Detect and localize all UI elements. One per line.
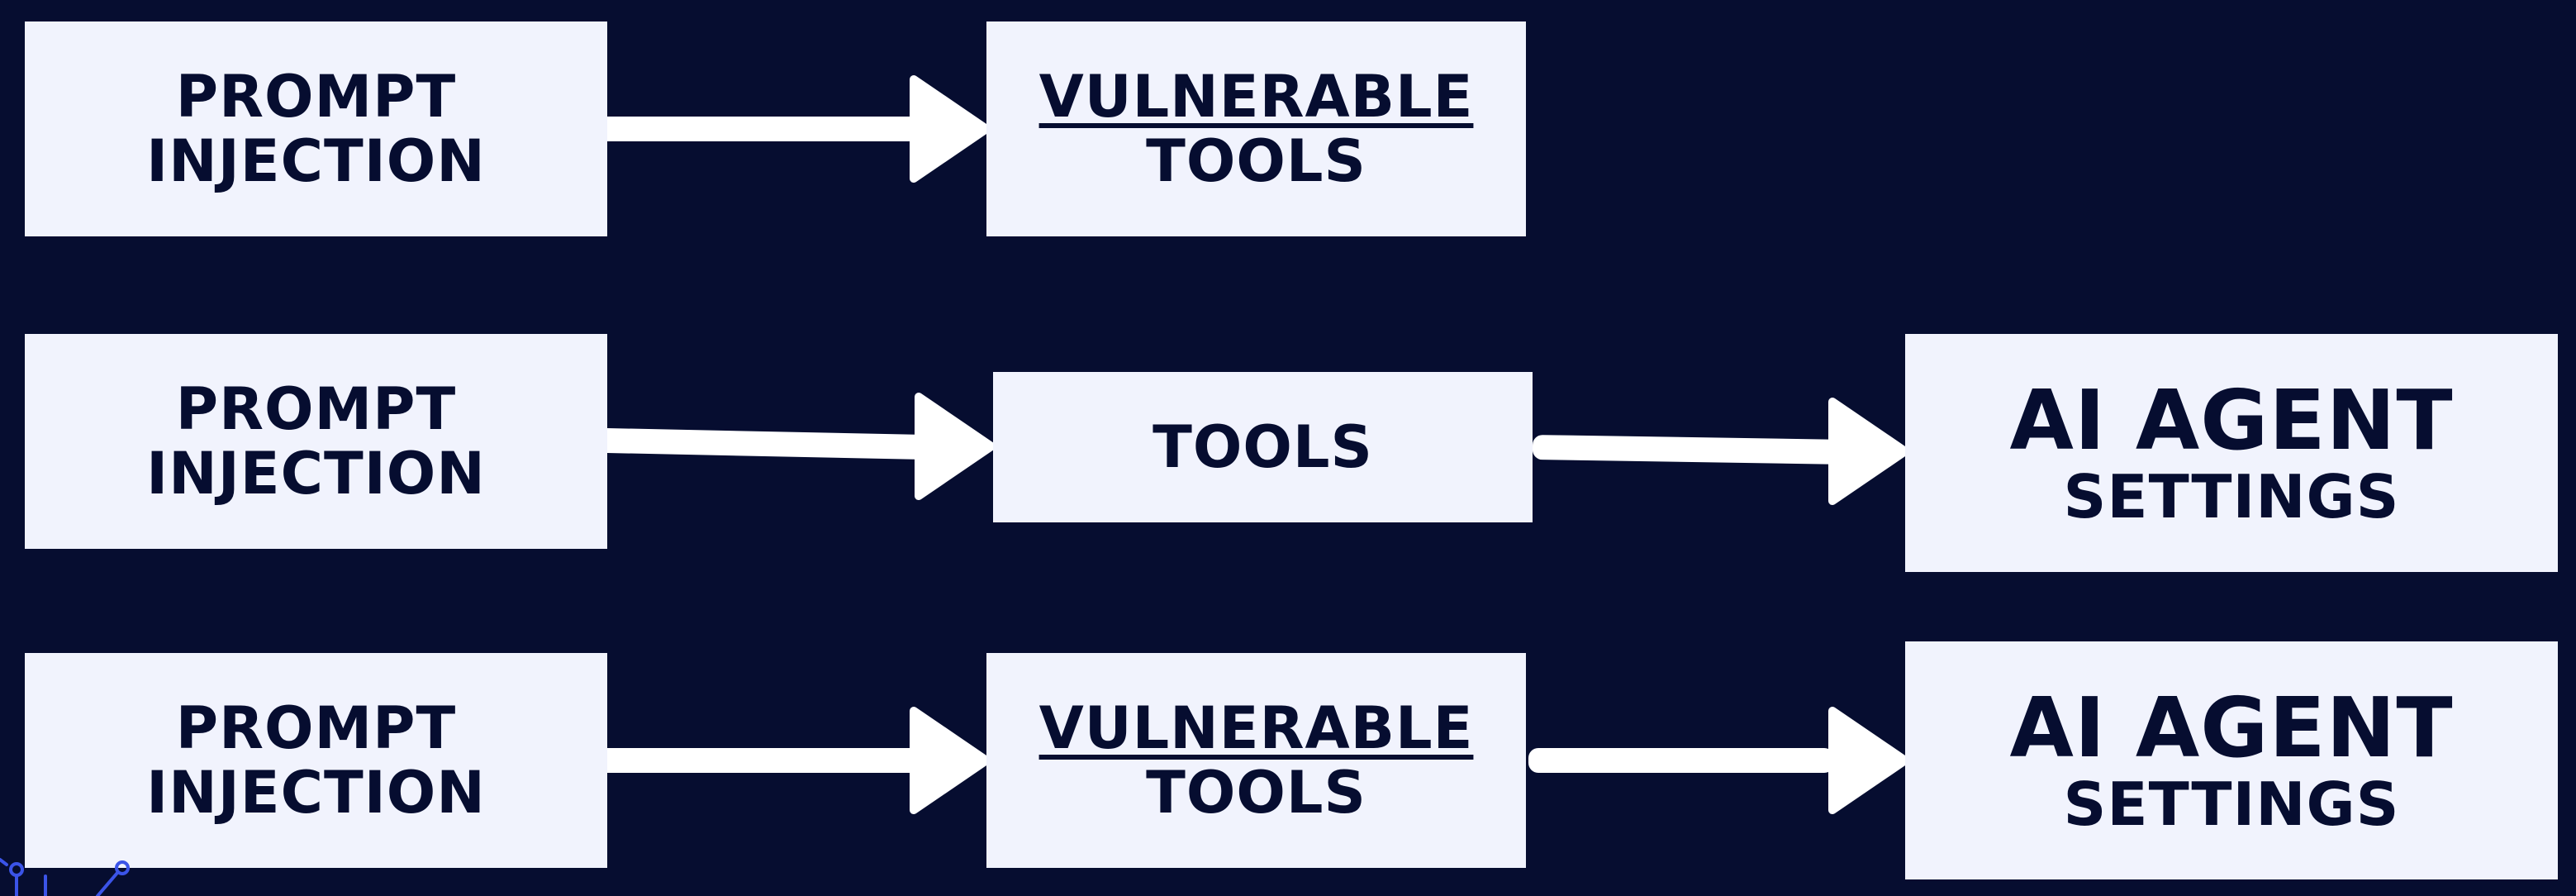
row3-target-line1: AI AGENT <box>2009 679 2454 776</box>
row3-source-line1: PROMPT <box>175 694 457 762</box>
row1-source-line1: PROMPT <box>175 63 457 131</box>
row2-target-box: AI AGENT SETTINGS <box>1905 334 2558 572</box>
row3-target-line2: SETTINGS <box>2063 770 2400 839</box>
row2-middle-box: TOOLS <box>993 372 1533 522</box>
row3-middle-box: VULNERABLE TOOLS <box>986 653 1526 868</box>
row2-source-line1: PROMPT <box>175 375 457 443</box>
arrow-row2-source-to-middle <box>607 393 996 500</box>
row2-middle-line1: TOOLS <box>1153 413 1373 481</box>
row3-source-line2: INJECTION <box>146 759 486 827</box>
arrow-row3-source-to-middle <box>607 707 991 814</box>
row1-middle-box: VULNERABLE TOOLS <box>986 21 1526 236</box>
row3-middle-line1: VULNERABLE <box>1038 694 1474 762</box>
row2-target-line1: AI AGENT <box>2009 372 2454 469</box>
row3-middle-line2: TOOLS <box>1146 759 1366 827</box>
row3-source-box: PROMPT INJECTION <box>25 653 607 868</box>
row1-source-line2: INJECTION <box>146 127 486 195</box>
arrow-row3-middle-to-target <box>1528 707 1909 814</box>
row1-source-box: PROMPT INJECTION <box>25 21 607 236</box>
row3-target-box: AI AGENT SETTINGS <box>1905 641 2558 879</box>
decorative-line-art-icon <box>0 858 130 896</box>
row2-target-line2: SETTINGS <box>2063 462 2400 531</box>
row1-middle-line2: TOOLS <box>1146 127 1366 195</box>
row1-middle-line1: VULNERABLE <box>1038 63 1474 131</box>
arrow-row1-source-to-middle <box>607 75 991 183</box>
row2-source-box: PROMPT INJECTION <box>25 334 607 549</box>
row2-source-line2: INJECTION <box>146 440 486 508</box>
arrow-row2-middle-to-target <box>1532 398 1909 505</box>
